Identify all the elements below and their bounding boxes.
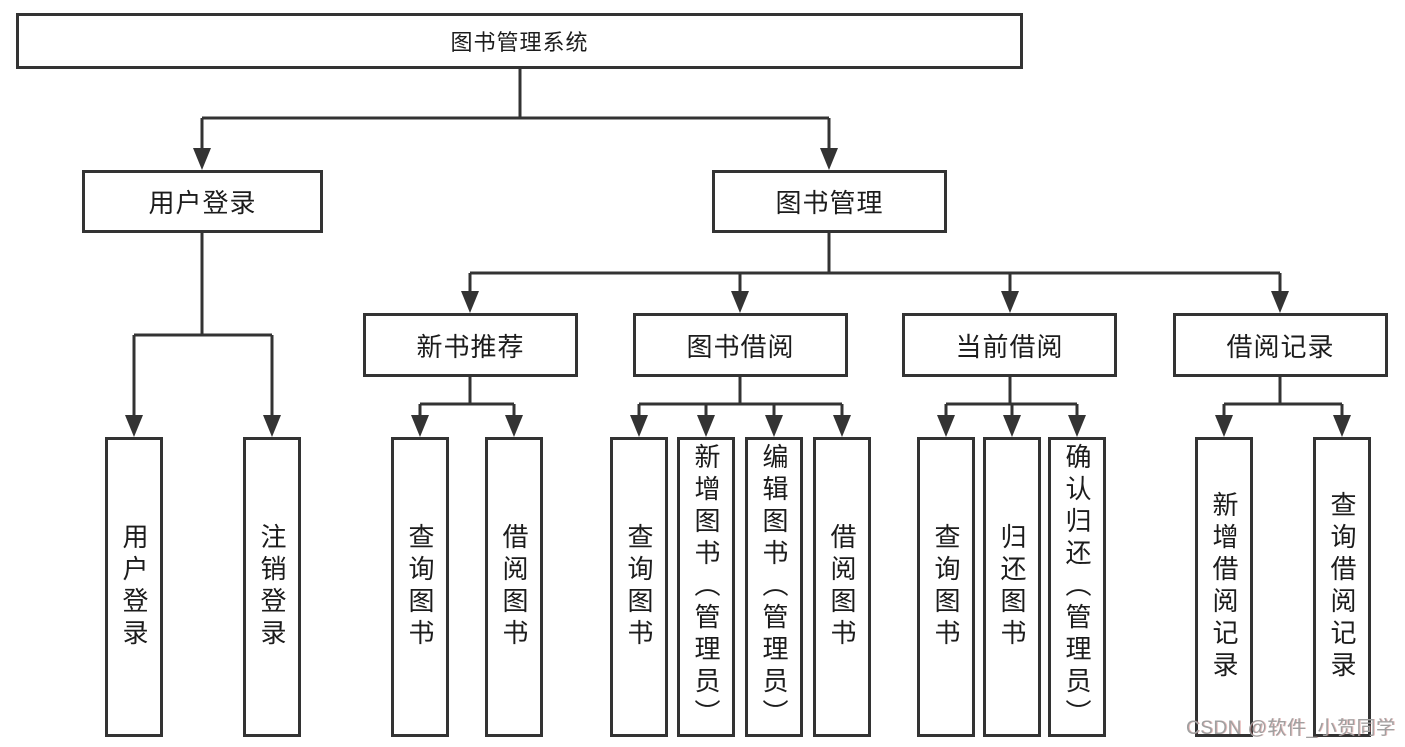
leaf-borrow-books-recommend: 借阅图书	[485, 437, 543, 737]
leaf-edit-books-admin: 编辑图书（管理员）	[745, 437, 803, 737]
edge-records-to-children	[1222, 377, 1344, 417]
leaf-user-login: 用户登录	[105, 437, 163, 737]
leaf-add-borrow-record: 新增借阅记录	[1195, 437, 1253, 737]
arrowhead-leaf-borrow-2	[833, 415, 851, 437]
leaf-borrow-books: 借阅图书	[813, 437, 871, 737]
node-library-management-system: 图书管理系统	[16, 13, 1023, 69]
leaf-query-books-recommend: 查询图书	[391, 437, 449, 737]
arrowhead-leaf-add-book	[697, 415, 715, 437]
node-user-login: 用户登录	[82, 170, 323, 233]
edge-book-mgmt-to-level3	[468, 233, 1282, 293]
arrowhead-leaf-query-2	[630, 415, 648, 437]
arrowhead-new-book	[461, 291, 479, 313]
csdn-watermark: CSDN @软件_小贺同学	[1186, 718, 1396, 739]
arrowhead-leaf-query-1	[411, 415, 429, 437]
arrowhead-book-mgmt	[820, 148, 838, 170]
arrowhead-user-login	[193, 148, 211, 170]
edge-root-to-level2	[200, 69, 831, 150]
arrowhead-leaf-user-login	[125, 415, 143, 437]
arrowhead-book-borrow	[731, 291, 749, 313]
leaf-confirm-return-admin: 确认归还（管理员）	[1048, 437, 1106, 737]
edge-user-login-to-children	[132, 233, 274, 417]
node-borrow-records: 借阅记录	[1173, 313, 1388, 377]
edge-current-borrow-to-children	[944, 377, 1079, 417]
edge-new-book-to-children	[418, 377, 516, 417]
leaf-logout: 注销登录	[243, 437, 301, 737]
arrowhead-leaf-return	[1003, 415, 1021, 437]
node-current-borrow: 当前借阅	[902, 313, 1117, 377]
arrowhead-leaf-query-record	[1333, 415, 1351, 437]
arrowhead-leaf-confirm-return	[1068, 415, 1086, 437]
leaf-return-books: 归还图书	[983, 437, 1041, 737]
arrowhead-leaf-borrow-1	[505, 415, 523, 437]
node-new-book-recommend: 新书推荐	[363, 313, 578, 377]
leaf-query-books-borrow: 查询图书	[610, 437, 668, 737]
edge-book-borrow-to-children	[637, 377, 844, 417]
arrowhead-borrow-records	[1271, 291, 1289, 313]
node-book-borrow: 图书借阅	[633, 313, 848, 377]
leaf-query-borrow-record: 查询借阅记录	[1313, 437, 1371, 737]
arrowhead-leaf-add-record	[1215, 415, 1233, 437]
leaf-query-books-current: 查询图书	[917, 437, 975, 737]
leaf-add-books-admin: 新增图书（管理员）	[677, 437, 735, 737]
arrowhead-leaf-query-3	[937, 415, 955, 437]
arrowhead-leaf-logout	[263, 415, 281, 437]
arrowhead-leaf-edit-book	[765, 415, 783, 437]
arrowhead-current-borrow	[1001, 291, 1019, 313]
node-book-management: 图书管理	[712, 170, 947, 233]
